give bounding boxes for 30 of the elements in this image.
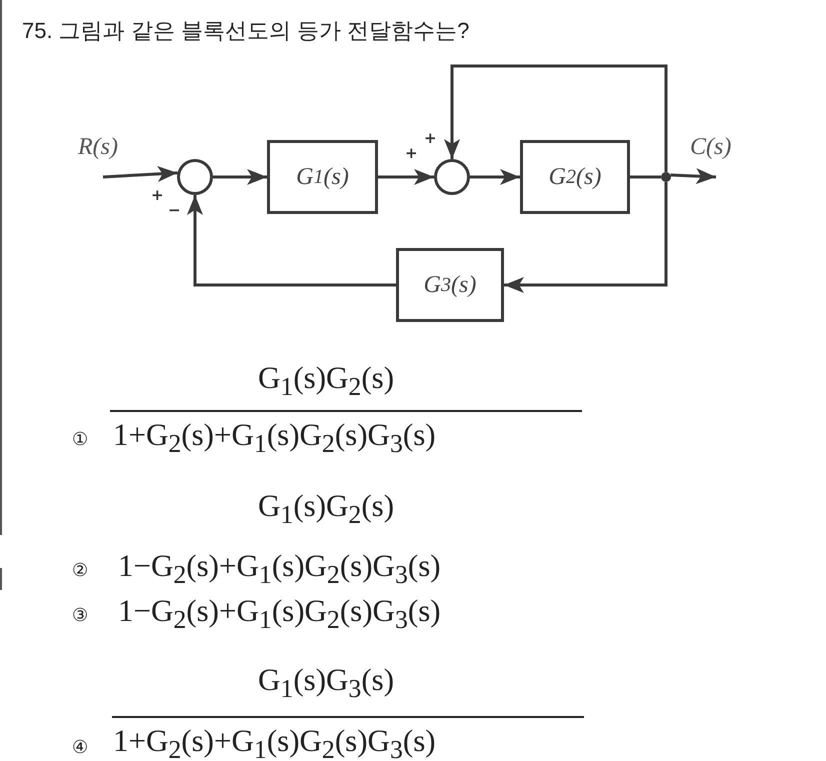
arrow (670, 168, 716, 184)
formula-numerator: G$_{1}$(s)G$_{2}$(s) (258, 360, 394, 404)
option-number: ① (72, 430, 88, 450)
formula-text: G$_{1}$(s)G$_{2}$(s) (258, 488, 394, 532)
formula-text: 1−G$_{2}$(s)+G$_{1}$(s)G$_{2}$(s)G$_{3}$(s) (118, 593, 441, 636)
formula-text: 1−G$_{2}$(s)+G$_{1}$(s)G$_{2}$(s)G$_{3}$(s) (118, 548, 441, 592)
minus-sign: − (168, 203, 181, 218)
arrow (470, 169, 520, 185)
arrow (444, 64, 668, 172)
signal-label: R(s) (78, 134, 128, 177)
arrow (504, 182, 668, 293)
plus-sign: + (424, 131, 437, 146)
question-title: 75. 그림과 같은 블록선도의 등가 전달함수는? (22, 17, 470, 45)
arrow (187, 195, 396, 286)
plus-sign: + (151, 188, 164, 203)
signal-label: C(s) (690, 134, 740, 177)
formula-denominator: 1+G$_{2}$(s)+G$_{1}$(s)G$_{2}$(s)G$_{3}$(s) (113, 723, 436, 761)
summing-junction (177, 159, 213, 195)
arrow (102, 166, 178, 182)
formula-denominator: 1+G$_{2}$(s)+G$_{1}$(s)G$_{2}$(s)G$_{3}$(s) (113, 417, 436, 460)
summing-junction (434, 159, 470, 195)
option-number: ② (72, 561, 88, 581)
arrow (378, 169, 434, 185)
connector-line (630, 176, 661, 178)
plus-sign: + (405, 146, 418, 161)
option-number: ④ (72, 738, 88, 758)
arrow (213, 169, 267, 185)
option-number: ③ (72, 606, 88, 626)
junction-dot (661, 172, 671, 182)
formula-numerator: G$_{1}$(s)G$_{3}$(s) (258, 662, 394, 706)
